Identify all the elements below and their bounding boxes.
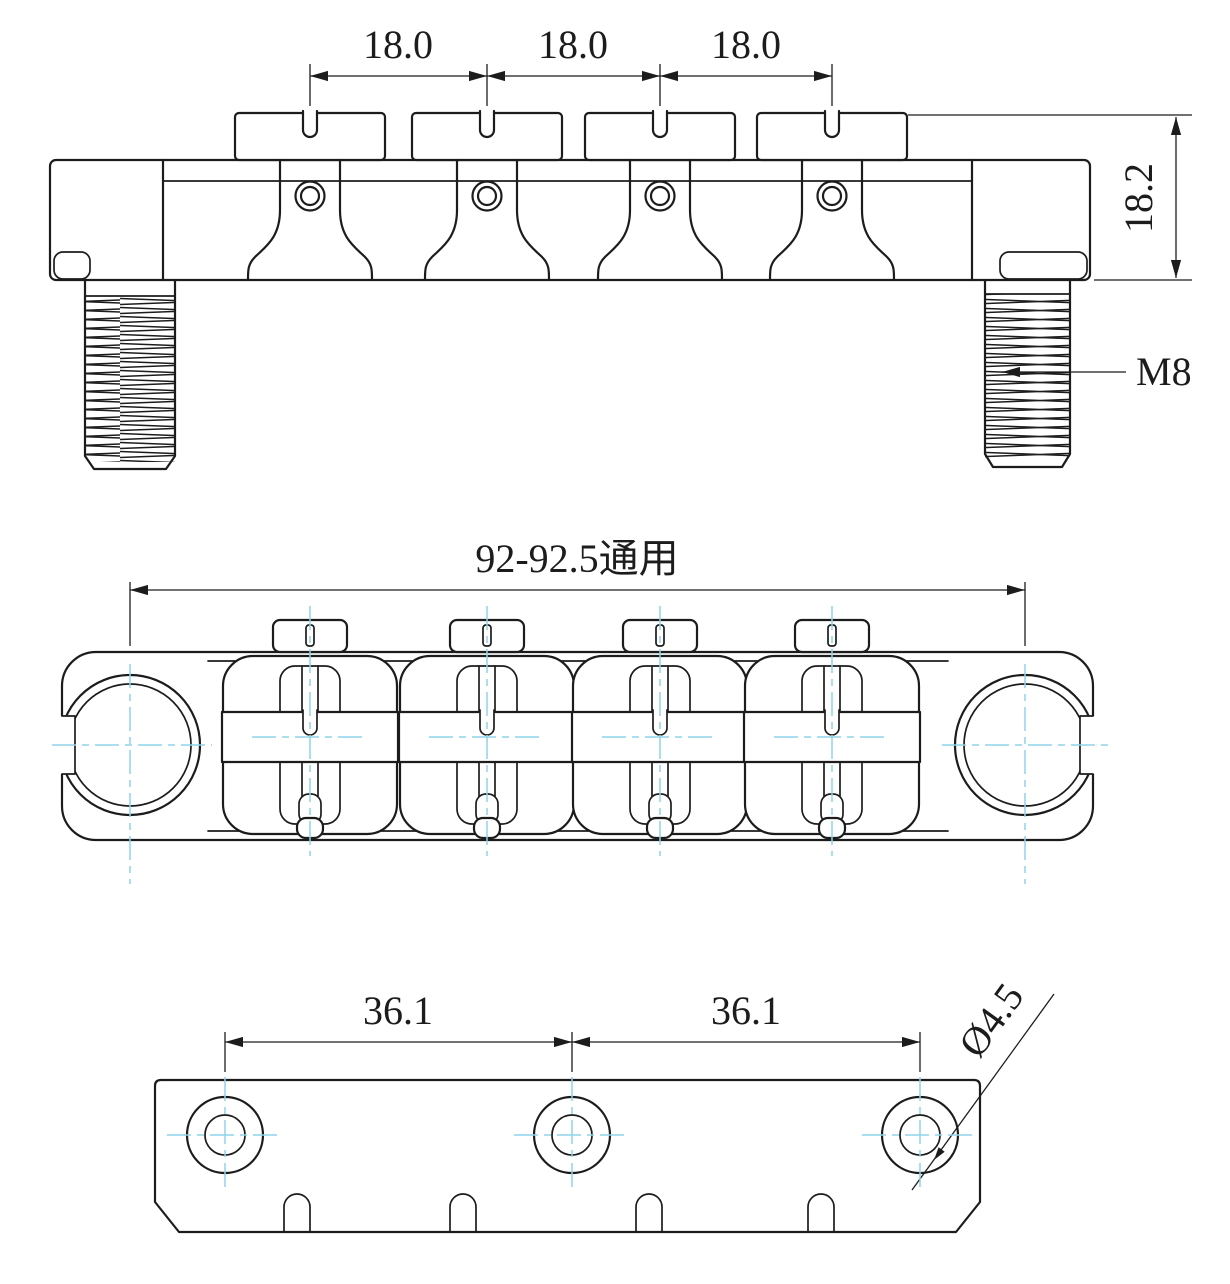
base-body: [153, 1078, 982, 1234]
relief-slot-2: [449, 1193, 477, 1232]
plan-centerlines: [52, 606, 1108, 884]
dim-label-spacing-2: 18.0: [538, 22, 608, 67]
threaded-post-left: [83, 278, 177, 471]
bridge-body-front: [48, 158, 1092, 282]
dim-label-height: 18.2: [1116, 163, 1161, 233]
saddle-front-1: [233, 109, 387, 281]
saddle-front-2: [410, 109, 564, 281]
dimension-hole-spacing: 36.1 36.1: [224, 988, 921, 1072]
bottom-centerlines: [167, 1077, 978, 1193]
bottom-view: 36.1 36.1 Ø4.5: [153, 975, 1055, 1234]
dim-label-pitch-1: 36.1: [363, 988, 433, 1033]
dim-label-hole-dia: Ø4.5: [950, 975, 1033, 1065]
dim-label-thread: M8: [1136, 349, 1192, 394]
front-view: 18.0 18.0 18.0 18.2 M8: [48, 22, 1192, 471]
callout-hole-diameter: Ø4.5: [911, 975, 1055, 1191]
dim-label-spacing-1: 18.0: [363, 22, 433, 67]
dimension-saddle-spacing: 18.0 18.0 18.0: [309, 22, 833, 106]
saddle-front-3: [583, 109, 737, 281]
callout-thread-m8: M8: [1002, 349, 1192, 394]
relief-slot-1: [283, 1193, 311, 1232]
relief-slot-4: [807, 1193, 835, 1232]
dimension-height: 18.2: [908, 114, 1192, 281]
dimension-overall-width: 92-92.5通用: [129, 536, 1026, 646]
plan-view: 92-92.5通用: [52, 536, 1108, 884]
dim-label-pitch-2: 36.1: [711, 988, 781, 1033]
dim-label-overall: 92-92.5通用: [475, 536, 678, 581]
relief-slot-3: [635, 1193, 663, 1232]
saddle-front-4: [755, 109, 909, 281]
dim-label-spacing-3: 18.0: [711, 22, 781, 67]
threaded-post-right: [983, 278, 1072, 469]
